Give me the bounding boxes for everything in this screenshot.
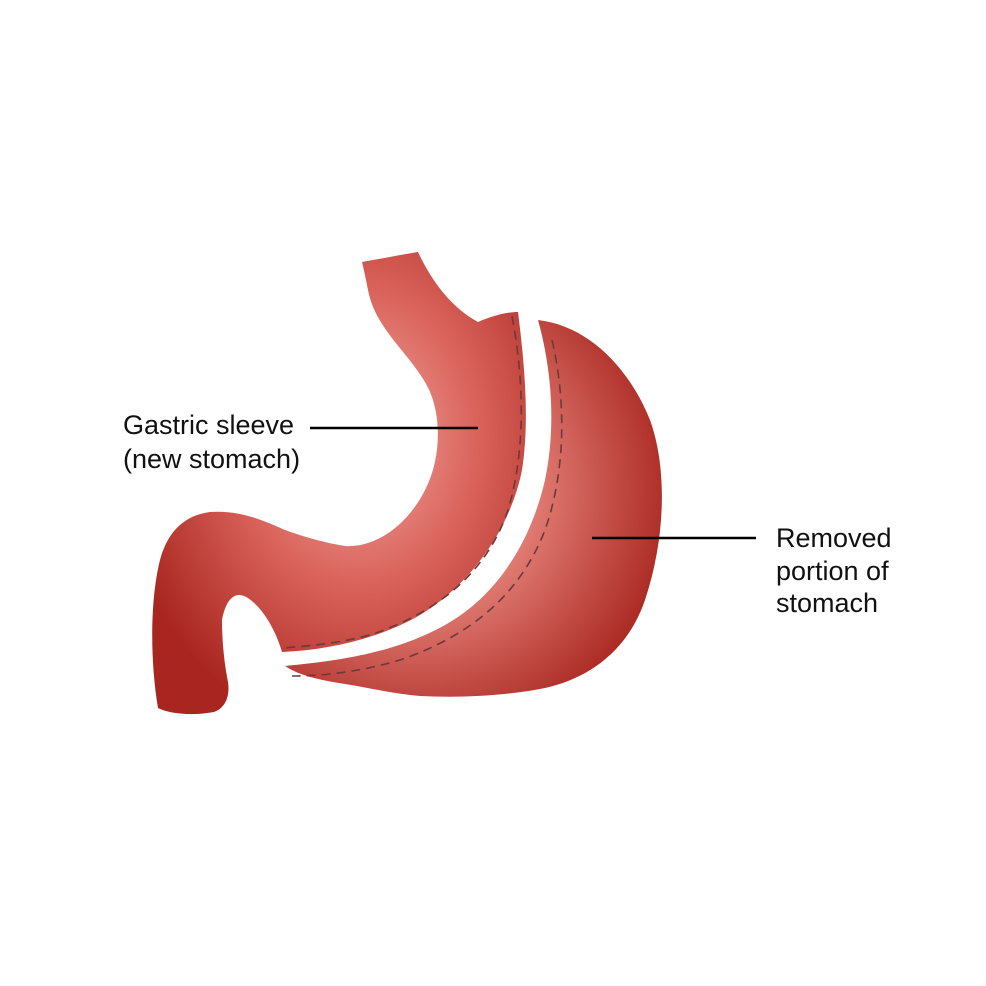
removed-label-line1: Removed — [776, 523, 892, 553]
removed-label-line3: stomach — [776, 588, 878, 618]
sleeve-label-line2: (new stomach) — [123, 444, 300, 474]
removed-stomach-shape — [285, 320, 662, 697]
removed-label-line2: portion of — [776, 556, 889, 586]
sleeve-label-line1: Gastric sleeve — [123, 410, 294, 440]
removed-staple-line — [291, 339, 563, 677]
removed-label: Removed portion of stomach — [776, 523, 899, 618]
sleeve-staple-line — [281, 315, 523, 649]
sleeve-label: Gastric sleeve (new stomach) — [123, 410, 302, 474]
gastric-sleeve-shape — [152, 252, 526, 715]
